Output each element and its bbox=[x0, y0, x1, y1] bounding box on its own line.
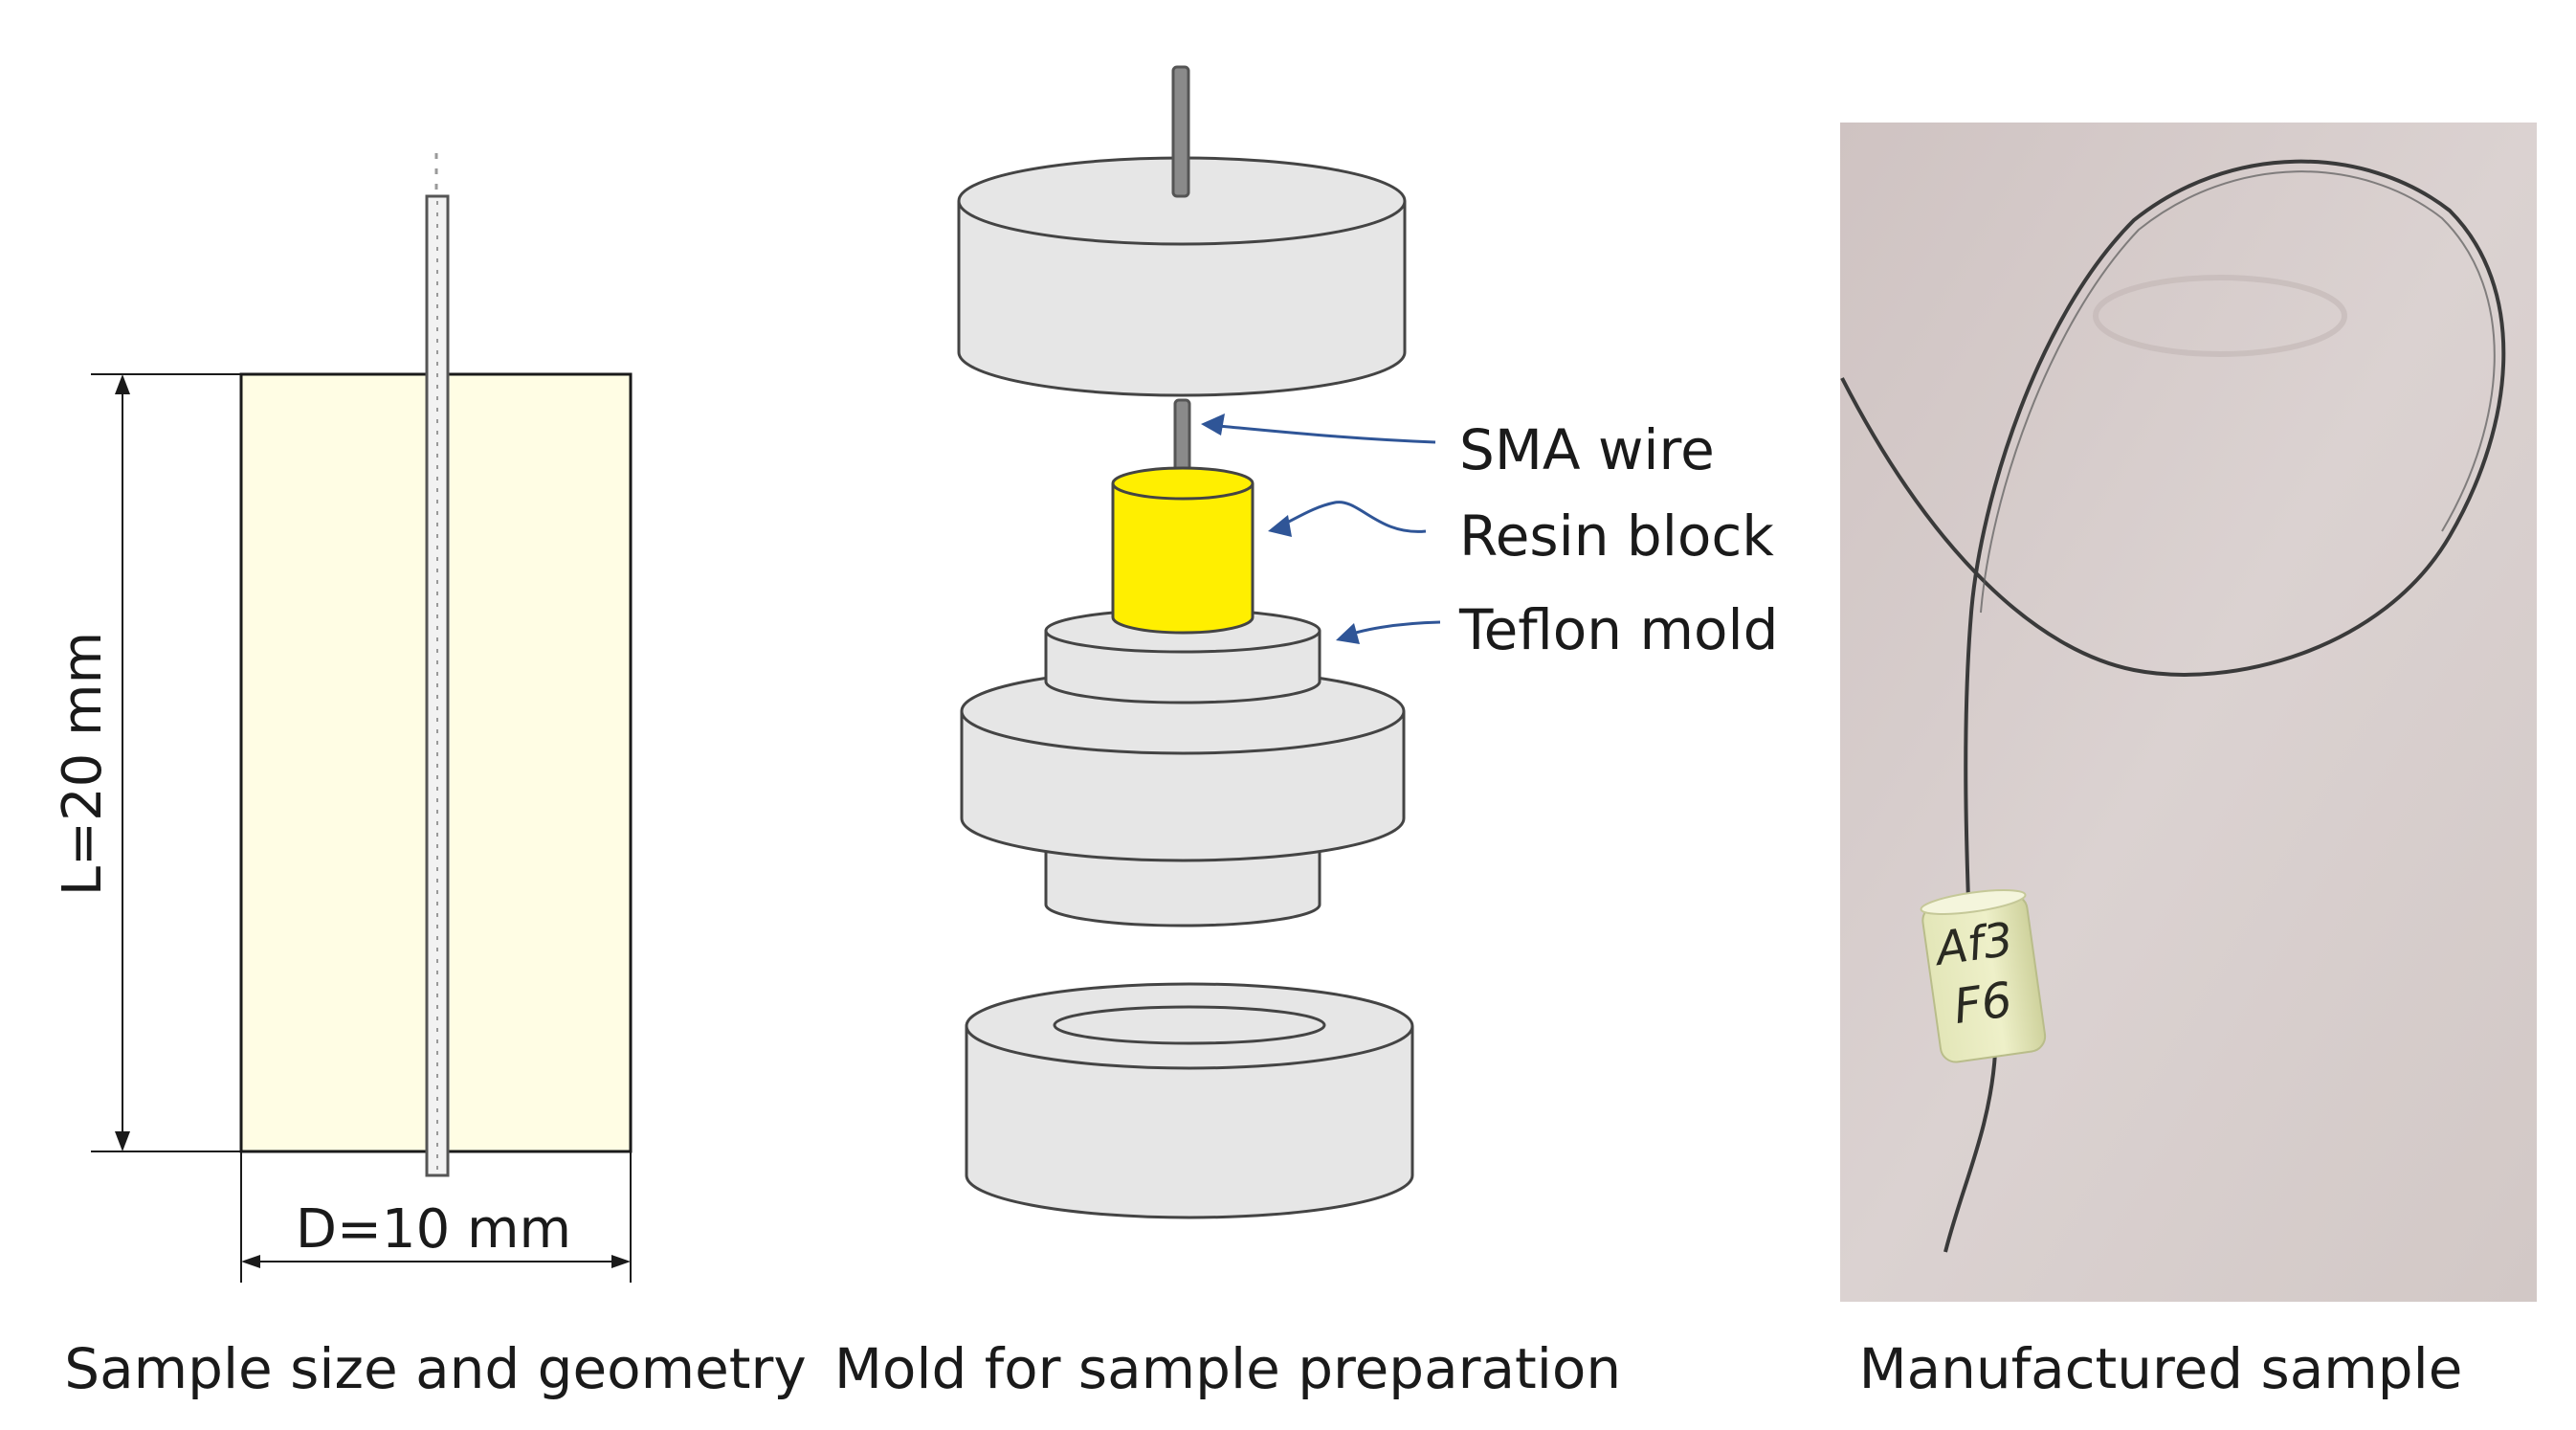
panel-mold bbox=[957, 65, 1441, 1219]
photo-loop-shadow bbox=[2093, 275, 2347, 357]
photo-handwriting: Af3 F6 bbox=[1930, 912, 2016, 1035]
caption-mold: Mold for sample preparation bbox=[834, 1336, 1621, 1401]
mold-labels: SMA wire Resin block Teflon mold Mold fo… bbox=[834, 417, 1779, 1401]
sma-wire-arrowhead bbox=[1201, 413, 1225, 436]
sample-marking-line1: Af3 bbox=[1930, 912, 2016, 976]
caption-sample-geometry: Sample size and geometry bbox=[64, 1336, 806, 1401]
sample-marking-line2: F6 bbox=[1950, 972, 2015, 1035]
photo-frame bbox=[1840, 123, 2537, 1302]
panel-sample-geometry: L=20 mm D=10 mm Sample size and geometry bbox=[52, 153, 807, 1401]
resin-block-top bbox=[1111, 466, 1255, 501]
diameter-arrowhead-left bbox=[241, 1255, 260, 1268]
length-label: L=20 mm bbox=[52, 632, 114, 896]
length-arrowhead-top bbox=[115, 374, 130, 394]
panel-photo: Af3 F6 Manufactured sample bbox=[1840, 123, 2537, 1401]
top-mold-disc-side bbox=[957, 201, 1407, 397]
resin-block-side bbox=[1111, 483, 1255, 635]
label-sma-wire: SMA wire bbox=[1459, 417, 1715, 482]
label-resin-block: Resin block bbox=[1459, 503, 1774, 569]
photo-wire-tail bbox=[1943, 1052, 1997, 1253]
caption-photo: Manufactured sample bbox=[1859, 1336, 2463, 1401]
wire-upper-rod bbox=[1171, 65, 1190, 198]
length-arrowhead-bottom bbox=[115, 1131, 130, 1151]
label-teflon-mold: Teflon mold bbox=[1458, 597, 1778, 662]
bottom-ring-side bbox=[965, 1026, 1414, 1219]
photo-wire-loop-strand bbox=[1980, 170, 2496, 614]
diameter-label: D=10 mm bbox=[296, 1198, 571, 1261]
bottom-ring-hole bbox=[1053, 1005, 1326, 1045]
teflon-mold-arrowhead bbox=[1336, 623, 1360, 644]
photo-wire-loop bbox=[1840, 159, 2506, 977]
photo-sample-block bbox=[1920, 888, 2047, 1063]
sma-wire-pointer bbox=[1207, 423, 1436, 444]
resin-block-arrowhead bbox=[1268, 515, 1292, 537]
resin-block-pointer bbox=[1274, 501, 1427, 533]
diameter-arrowhead-right bbox=[611, 1255, 631, 1268]
